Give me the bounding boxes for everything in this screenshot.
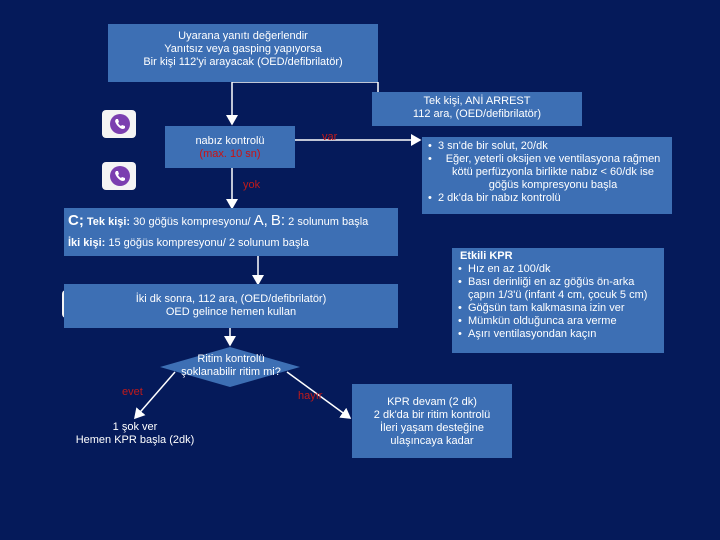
cab-box: C; Tek kişi: 30 göğüs kompresyonu/ A, B:… (64, 208, 398, 256)
label-var: var (322, 131, 338, 143)
arrest-line-1: Tek kişi, ANİ ARREST (423, 95, 531, 107)
cab-two-prefix: İki kişi: (68, 237, 106, 249)
shock-line-2: Hemen KPR başla (2dk) (75, 434, 195, 446)
arrow-rhythm-to-shock (134, 371, 176, 420)
cpr-item: Aşırı ventilasyondan kaçın (456, 328, 660, 341)
cpr-item: Bası derinliği en az göğüs ön-arka çapın… (456, 276, 660, 302)
assess-response-box: Uyarana yanıtı değerlendir Yanıtsız veya… (108, 24, 378, 82)
arrest-line-2: 112 ara, (OED/defibrilatör) (412, 108, 542, 120)
rhythm-diamond (160, 347, 300, 387)
assess-line-1: Uyarana yanıtı değerlendir (178, 30, 308, 42)
effective-cpr-box: Etkili KPR Hız en az 100/dk Bası derinli… (452, 248, 664, 353)
shock-line-1: 1 şok ver (112, 421, 158, 433)
assess-line-2: Yanıtsız veya gasping yapıyorsa (164, 43, 322, 55)
continue-line-1: KPR devam (2 dk) (387, 396, 477, 408)
label-yok: yok (243, 179, 261, 191)
rescue-breathing-box: 3 sn'de bir solut, 20/dk Eğer, yeterli o… (422, 137, 672, 214)
cab-b-letter: B: (270, 212, 286, 229)
pulse-check-box: nabız kontrolü (max. 10 sn) (165, 126, 295, 168)
assess-line-3: Bir kişi 112'yi arayacak (OED/defibrilat… (143, 56, 343, 68)
cpr-title: Etkili KPR (460, 250, 513, 262)
twomin-line-2: OED gelince hemen kullan (165, 306, 297, 318)
rescue-item: Eğer, yeterli oksijen ve ventilasyona ra… (426, 153, 668, 192)
cab-single-text: 30 göğüs kompresyonu/ (133, 216, 251, 228)
cpr-item: Hız en az 100/dk (456, 263, 660, 276)
rhythm-line-1: Ritim kontrolü (197, 353, 265, 365)
shock-box: 1 şok ver Hemen KPR başla (2dk) (68, 418, 202, 450)
continue-line-4: ulaşıncaya kadar (390, 435, 474, 447)
rhythm-check-box: Ritim kontrolü şoklanabilir ritim mi? (156, 350, 306, 384)
pulse-line-1: nabız kontrolü (195, 135, 265, 147)
cab-b-text: 2 solunum başla (288, 216, 369, 228)
cab-single-prefix: Tek kişi: (86, 216, 131, 228)
cab-line-two: İki kişi: 15 göğüs kompresyonu/ 2 solunu… (68, 237, 394, 250)
label-hayir: hayır (298, 390, 323, 402)
cab-c-letter: C; (68, 212, 84, 229)
twomin-line-1: İki dk sonra, 112 ara, (OED/defibrilatör… (135, 293, 327, 305)
two-minutes-box: İki dk sonra, 112 ara, (OED/defibrilatör… (64, 284, 398, 328)
continue-cpr-box: KPR devam (2 dk) 2 dk'da bir ritim kontr… (352, 384, 512, 458)
rescue-item: 3 sn'de bir solut, 20/dk (426, 140, 668, 153)
cab-a-letter: A, (253, 212, 268, 229)
kpr-bracket-shape (398, 222, 440, 260)
continue-line-3: İleri yaşam desteğine (380, 422, 484, 434)
cpr-item: Mümkün olduğunca ara verme (456, 315, 660, 328)
cab-line-single: C; Tek kişi: 30 göğüs kompresyonu/ A, B:… (68, 212, 394, 231)
cab-two-text: 15 göğüs kompresyonu/ 2 solunum başla (108, 237, 309, 249)
cpr-item: Göğsün tam kalkmasına izin ver (456, 302, 660, 315)
continue-line-2: 2 dk'da bir ritim kontrolü (373, 409, 491, 421)
pulse-line-2: (max. 10 sn) (199, 148, 261, 160)
rhythm-line-2: şoklanabilir ritim mi? (181, 366, 281, 378)
phone-icon (102, 110, 136, 138)
phone-icon (102, 162, 136, 190)
arrow-rhythm-to-continue (286, 371, 352, 419)
sudden-arrest-box: Tek kişi, ANİ ARREST 112 ara, (OED/defib… (372, 92, 582, 126)
label-evet: evet (122, 386, 143, 398)
rescue-item: 2 dk'da bir nabız kontrolü (426, 192, 668, 205)
